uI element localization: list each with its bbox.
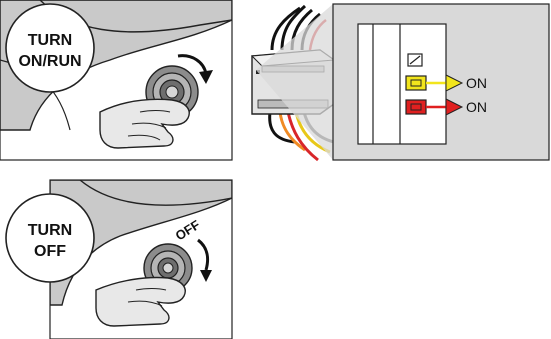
callout-wedge <box>256 4 333 160</box>
turn-on-label-line1: TURN <box>28 32 72 49</box>
red-led-on-label: ON <box>466 99 487 115</box>
ignition-off-panel: OFF TURN OFF <box>6 180 232 339</box>
turn-on-label-line2: ON/RUN <box>18 53 81 70</box>
turn-off-label-line1: TURN <box>28 222 72 239</box>
yellow-led: ON <box>406 75 487 91</box>
led-detail-callout: ON ON <box>333 4 549 160</box>
turn-off-label-line2: OFF <box>34 243 66 260</box>
red-led: ON <box>406 99 487 115</box>
program-button-icon <box>408 54 422 66</box>
ignition-on-panel: TURN ON/RUN <box>0 0 232 160</box>
yellow-led-on-label: ON <box>466 75 487 91</box>
